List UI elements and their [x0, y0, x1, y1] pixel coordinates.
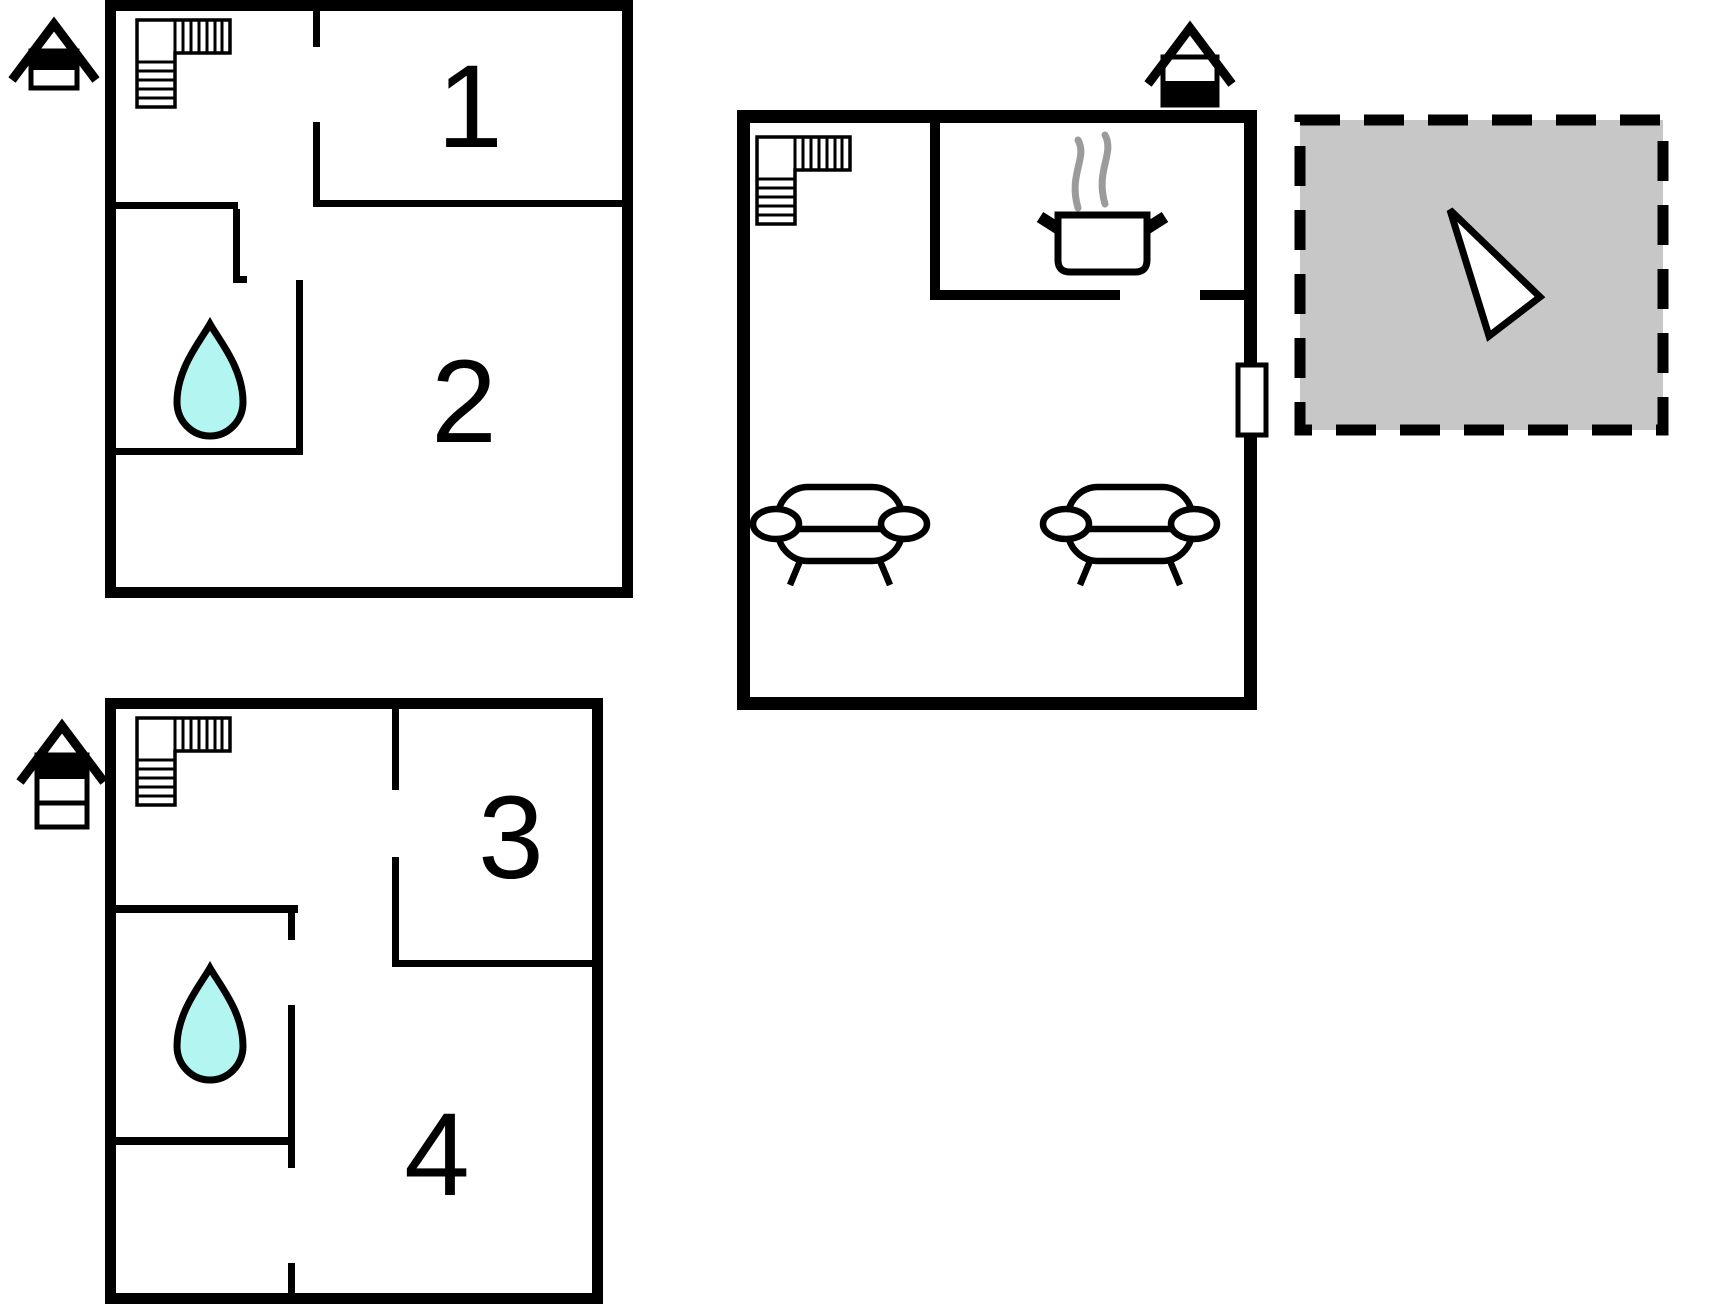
steam-icon	[1098, 131, 1112, 208]
compass-arrow-icon	[1446, 207, 1546, 342]
highlighted-level	[31, 51, 77, 70]
highlighted-level	[37, 755, 87, 779]
house-roof	[1144, 20, 1236, 87]
house-roof	[16, 718, 108, 785]
house-level-icon-bottom-highlighted	[1144, 20, 1236, 108]
house-body	[28, 48, 80, 91]
house-roof	[8, 16, 100, 83]
room-label-3: 3	[478, 772, 544, 904]
ground-floor-plan	[737, 20, 1269, 710]
pot-body	[1054, 211, 1151, 276]
door-opening-icon	[1235, 362, 1269, 438]
room-label-2: 2	[431, 336, 497, 468]
house-level-icon-top-of-three-highlighted	[16, 718, 108, 830]
house-body	[1160, 54, 1220, 108]
house-level-icon-top-highlighted	[8, 16, 100, 91]
room-label-1: 1	[437, 41, 503, 173]
cooking-pot-icon	[1036, 131, 1169, 276]
steam-icon	[1071, 136, 1085, 212]
terrace-area	[1294, 114, 1669, 436]
room-label-4: 4	[404, 1089, 470, 1221]
highlighted-level	[1163, 81, 1217, 105]
house-body	[34, 752, 90, 830]
loft-floor-plan: 3 4	[16, 698, 603, 1304]
upper-floor-plan: 1 2	[8, 0, 633, 598]
